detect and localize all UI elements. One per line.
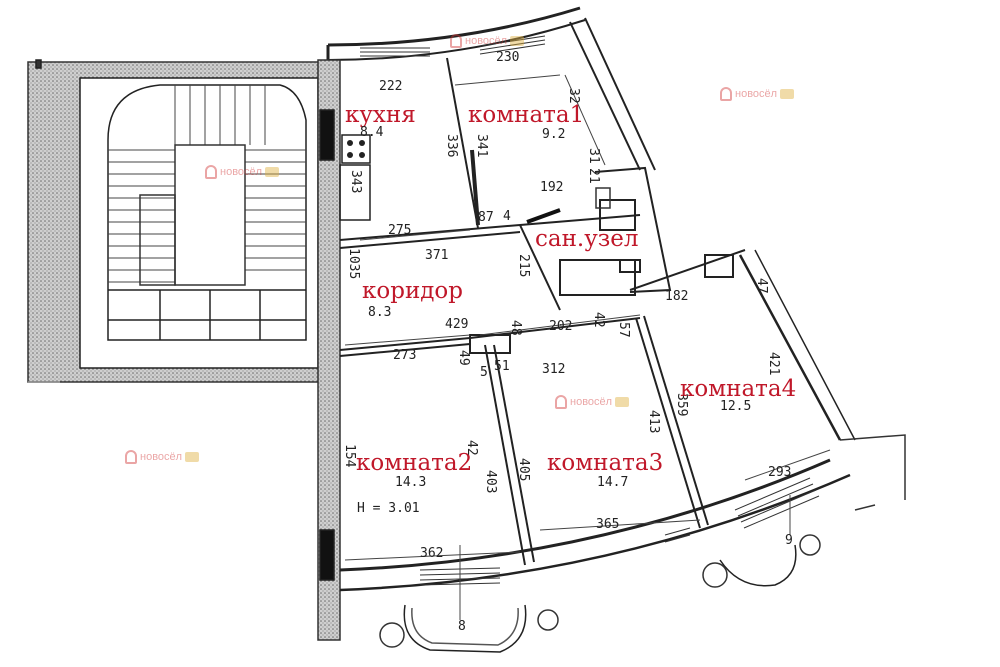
watermark: новосёл <box>720 87 795 101</box>
dimension-label: 312 <box>542 362 566 377</box>
dimension-label: 336 <box>444 134 459 158</box>
dimension-label: 192 <box>540 180 564 195</box>
watermark: новосёл <box>205 165 280 179</box>
fixtures <box>319 109 611 581</box>
watermark-badge-icon <box>510 36 525 46</box>
dimension-label: 5 <box>480 365 488 380</box>
dimension-label: 21 <box>586 168 601 184</box>
interior-walls <box>339 57 746 566</box>
stairwell <box>27 59 329 383</box>
watermark-logo-icon <box>125 450 137 464</box>
dimension-label: 343 <box>348 170 363 194</box>
dimension-lines <box>344 74 831 620</box>
dimension-label: 341 <box>474 134 489 158</box>
room-label-room3: комната3 <box>547 450 664 476</box>
watermark-badge-icon <box>780 89 795 99</box>
dimension-label: 371 <box>425 248 449 263</box>
dimension-label: 49 <box>456 350 471 366</box>
room-label-room4: комната4 <box>680 376 797 402</box>
watermark: новосёл <box>450 34 525 48</box>
watermark-logo-icon <box>555 395 567 409</box>
balconies <box>379 504 876 653</box>
dimension-label: 365 <box>596 517 620 532</box>
watermark-logo-icon <box>205 165 217 179</box>
watermark-logo-icon <box>720 87 732 101</box>
windows <box>360 35 820 586</box>
room-area-room1: 9.2 <box>542 127 566 142</box>
dimension-label: 293 <box>768 465 792 480</box>
dimension-label: 230 <box>496 50 520 65</box>
room-area-room2: 14.3 <box>395 475 427 490</box>
dimension-label: 8 <box>458 619 466 634</box>
room-area-room3: 14.7 <box>597 475 629 490</box>
dimension-label: 87 <box>478 210 494 225</box>
room-area-kitchen: 8.4 <box>360 125 384 140</box>
dimension-label: 31 <box>586 148 601 164</box>
watermark-badge-icon <box>185 452 200 462</box>
dimension-label: 222 <box>379 79 403 94</box>
dimension-label: 202 <box>549 319 573 334</box>
outer-walls <box>317 6 906 641</box>
watermark: новосёл <box>555 395 630 409</box>
dimension-label: 405 <box>516 458 531 482</box>
room-label-bathroom: сан.узел <box>535 226 639 252</box>
dimension-label: 57 <box>616 322 631 338</box>
room-label-room1: комната1 <box>468 102 585 128</box>
dimension-label: 9 <box>785 533 793 548</box>
room-height-room2: H = 3.01 <box>357 501 420 516</box>
dimension-label: 362 <box>420 546 444 561</box>
dimension-label: 42 <box>591 312 606 328</box>
room-label-corridor: коридор <box>362 278 464 304</box>
dimension-label: 275 <box>388 223 412 238</box>
watermark-badge-icon <box>615 397 630 407</box>
watermark-logo-icon <box>450 34 462 48</box>
dimension-label: 1035 <box>346 248 361 280</box>
dimension-label: 359 <box>674 393 689 417</box>
room-area-corridor: 8.3 <box>368 305 392 320</box>
dimension-label: 273 <box>393 348 417 363</box>
dimension-label: 32 <box>566 88 581 104</box>
dimension-label: 51 <box>494 359 510 374</box>
room-label-room2: комната2 <box>356 450 473 476</box>
dimension-label: 429 <box>445 317 469 332</box>
dimension-label: 421 <box>766 352 781 376</box>
dimension-label: 403 <box>483 470 498 494</box>
watermark: новосёл <box>125 450 200 464</box>
dimension-label: 215 <box>516 254 531 278</box>
room-area-room4: 12.5 <box>720 399 752 414</box>
dimension-label: 47 <box>754 278 769 294</box>
dimension-label: 42 <box>464 440 479 456</box>
dimension-label: 413 <box>646 410 661 434</box>
watermark-badge-icon <box>265 167 280 177</box>
dimension-label: 48 <box>508 320 523 336</box>
dimension-label: 182 <box>665 289 689 304</box>
dimension-label: 4 <box>503 209 511 224</box>
dimension-label: 154 <box>342 444 357 468</box>
room-label-kitchen: кухня <box>345 102 416 128</box>
